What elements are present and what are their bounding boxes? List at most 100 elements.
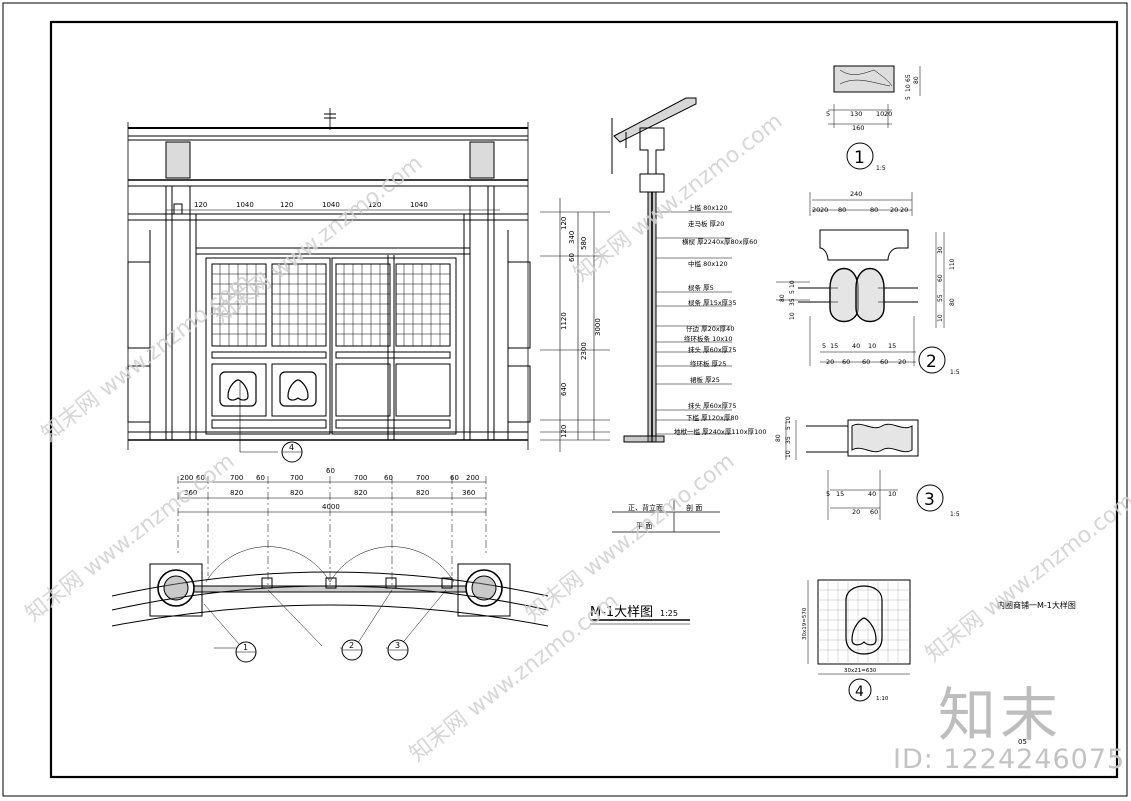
drawing-title-scale: 1:25 — [660, 609, 678, 618]
dim-text: 20 — [852, 508, 860, 516]
dim-text: 15 — [836, 490, 844, 498]
section-label: 仔边 厚20x厚40 — [686, 324, 734, 333]
logo-watermark: 知末 — [938, 681, 1063, 749]
section-label: 绦环板 厚25 — [690, 359, 726, 368]
dim-text: 20 — [898, 358, 906, 366]
dim-text: 820 — [290, 489, 303, 497]
dim-text: 40 — [868, 490, 876, 498]
dim-text: 20 — [900, 206, 908, 214]
section-label: 抹头 厚60x厚75 — [688, 401, 736, 410]
dim-text: 200 — [466, 474, 479, 482]
section-label: 下槛 厚120x厚80 — [686, 413, 739, 422]
drawing-title-label: M-1大样图 — [590, 605, 653, 620]
dim-text: 80 — [838, 206, 846, 214]
dim-text: 35 — [785, 436, 792, 444]
dim-text: 2300 — [580, 342, 588, 360]
callout-text: 2 — [349, 641, 354, 650]
dim-text: 80 — [775, 434, 782, 442]
dim-text: 60 — [384, 474, 393, 482]
dim-text: 60 — [862, 358, 870, 366]
dim-text: 700 — [230, 474, 243, 482]
dim-text: 10 — [789, 312, 796, 320]
door-ornaments — [219, 371, 317, 407]
dim-text: 55 — [937, 294, 944, 302]
section-label: 地栿一槛 厚240x厚110x厚100 — [674, 427, 766, 436]
dim-text: 10 — [868, 342, 876, 350]
dim-text: 10 — [789, 280, 796, 288]
dim-text: 10 — [785, 450, 792, 458]
dim-text: 60 — [842, 358, 850, 366]
callout-text: 1 — [243, 643, 248, 652]
detail-scale: 1:5 — [950, 511, 960, 518]
dim-text: 5 — [785, 426, 792, 430]
dim-text: 160 — [852, 124, 864, 132]
dim-text: 340 — [568, 231, 576, 244]
dim-text: 360 — [184, 489, 197, 497]
section-label: 抹头 厚60x厚75 — [688, 345, 736, 354]
dim-text: 1040 — [322, 201, 340, 209]
plan-view — [111, 546, 549, 653]
inner-border — [49, 20, 1119, 779]
section-label: 走马板 厚20 — [688, 219, 724, 228]
section-label: 上槛 80x120 — [688, 203, 728, 212]
detail-number: 1 — [854, 148, 865, 168]
dim-text: 60 — [196, 474, 205, 482]
callout-text: 4 — [289, 443, 294, 452]
dim-text: 5 — [826, 490, 830, 498]
dim-text: 20 — [826, 358, 834, 366]
detail-scale: 1:10 — [876, 696, 889, 702]
dim-text: 5 — [789, 290, 796, 294]
dim-text: 80 — [913, 76, 920, 84]
view-table — [612, 500, 720, 533]
dim-text: 200 — [180, 474, 193, 482]
id-watermark: ID: 1224246075 — [893, 744, 1126, 775]
dim-text: 10 — [888, 490, 896, 498]
dim-text: 60 — [937, 274, 944, 282]
dim-text: 60 — [568, 253, 576, 262]
page-number: 05 — [1018, 738, 1027, 746]
detail-number: 4 — [855, 684, 864, 700]
dim-text: 120 — [194, 201, 207, 209]
section-labels: 上槛 80x120 走马板 厚20 横棂 厚2240x厚80x厚60 中槛 80… — [674, 203, 766, 436]
dim-text: 3000 — [594, 318, 602, 336]
front-elevation — [127, 108, 610, 586]
section-label: 中槛 80x120 — [688, 259, 728, 268]
dim-text: 820 — [230, 489, 243, 497]
plan-callouts: 1 2 3 — [235, 639, 409, 663]
dim-text: 80 — [870, 206, 878, 214]
dim-text: 10 — [937, 314, 944, 322]
dim-text: 15 — [888, 342, 896, 350]
dim-text: 15 — [830, 342, 838, 350]
dim-text: 1040 — [236, 201, 254, 209]
dim-text: 240 — [850, 190, 862, 198]
dim-text: 820 — [354, 489, 367, 497]
section-label: 裙板 厚25 — [690, 375, 720, 384]
callout-4: 4 — [239, 382, 303, 463]
dim-text: 30x21=630 — [844, 668, 877, 674]
dim-text: 130 — [850, 110, 862, 118]
dim-text: 110 — [949, 258, 956, 270]
dim-text: 820 — [416, 489, 429, 497]
dim-text: 60 — [880, 358, 888, 366]
dim-text: 20 — [884, 110, 892, 118]
detail-number: 3 — [924, 490, 935, 510]
dim-text: 4000 — [322, 503, 340, 511]
section-label: 绦环板条 10x10 — [684, 334, 732, 343]
detail-number: 2 — [926, 352, 937, 372]
lattice-windows — [212, 264, 450, 346]
elevation-dimensions: 120 1040 120 1040 120 1040 60 360 820 82… — [180, 201, 602, 511]
dim-text: 1040 — [410, 201, 428, 209]
dim-text: 80 — [779, 294, 786, 302]
dim-text: 40 — [852, 342, 860, 350]
table-cell: 正、背立面 — [628, 503, 663, 512]
dim-text: 120 — [560, 425, 568, 438]
dim-text: 60 — [870, 508, 878, 516]
dim-text: 80 — [949, 298, 956, 306]
dim-text: 30 — [937, 246, 944, 254]
dim-text: 20 — [820, 206, 828, 214]
dim-text: 1120 — [560, 312, 568, 330]
dim-text: 700 — [354, 474, 367, 482]
detail-2: 240 20 20 80 80 20 20 30 110 60 55 80 10… — [776, 190, 960, 376]
